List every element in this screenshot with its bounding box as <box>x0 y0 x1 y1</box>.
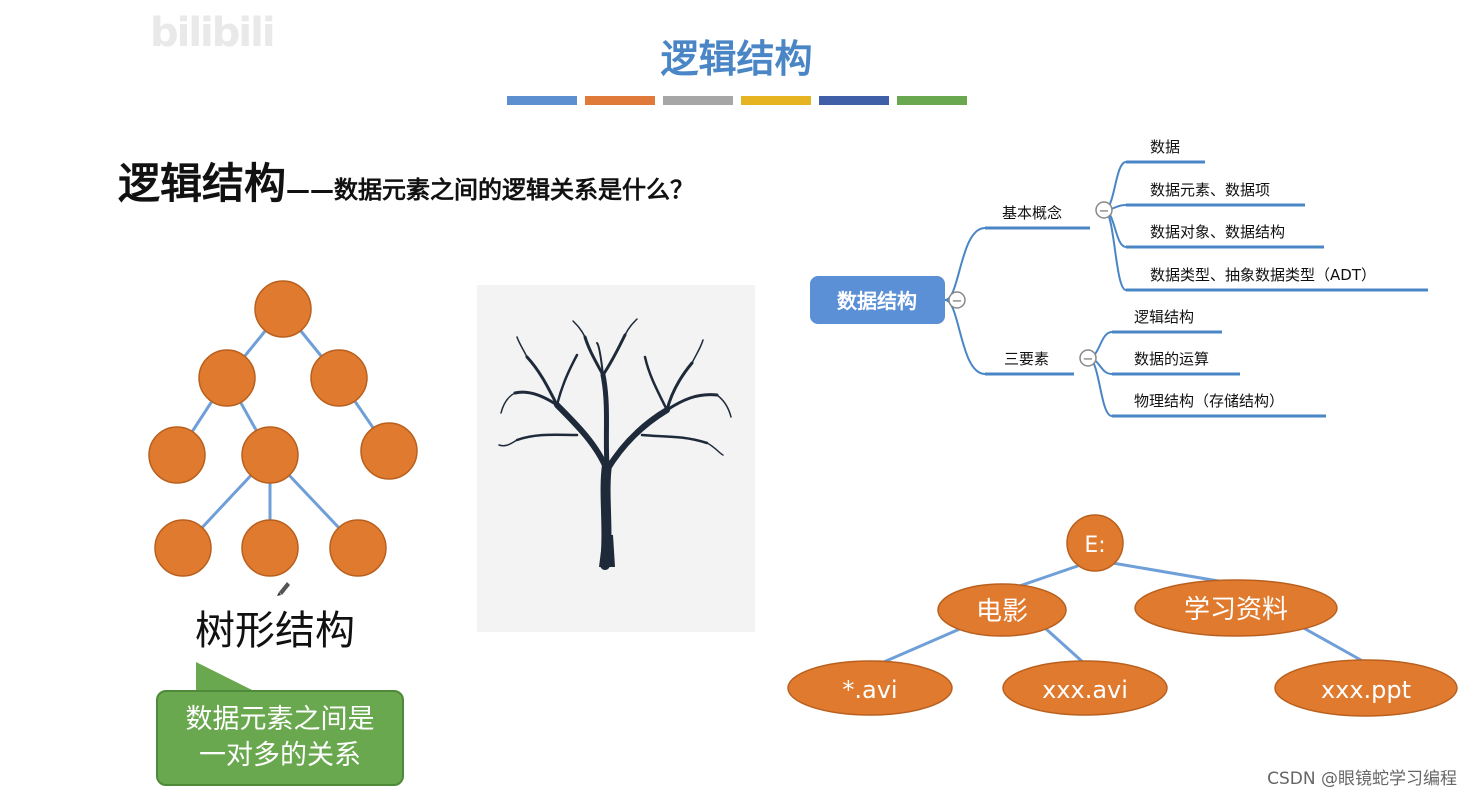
file-node <box>1002 660 1168 716</box>
callout-line: 一对多的关系 <box>199 740 361 771</box>
csdn-credit: CSDN @眼镜蛇学习编程 <box>1267 769 1457 789</box>
file-tree-root-node <box>1066 514 1124 572</box>
file-tree-edge <box>1299 624 1369 666</box>
collapse-icon: − <box>1083 352 1094 367</box>
mindmap-branch-label: 三要素 <box>1004 350 1049 368</box>
collapse-icon: − <box>1099 204 1110 219</box>
mindmap-root-node <box>810 276 945 324</box>
headline-main: 逻辑结构 <box>118 159 287 208</box>
tree-node <box>360 422 418 480</box>
mindmap-leaf-label: 数据对象、数据结构 <box>1150 223 1285 241</box>
headline-question: ——数据元素之间的逻辑关系是什么？ <box>286 176 695 204</box>
title-color-bar <box>507 96 967 105</box>
folder-node <box>1134 579 1338 637</box>
bilibili-watermark: bilibili <box>150 10 276 56</box>
file-node <box>1274 659 1458 717</box>
tree-node <box>148 426 206 484</box>
file-tree-edge <box>1043 626 1087 666</box>
headline: 逻辑结构——数据元素之间的逻辑关系是什么？ <box>118 150 694 211</box>
folder-node <box>937 583 1067 637</box>
file-label: *.avi <box>842 676 897 704</box>
relation-callout: 数据元素之间是 一对多的关系 <box>156 690 404 786</box>
tree-structure-label: 树形结构 <box>195 608 355 654</box>
tree-node <box>241 519 299 577</box>
page-title: 逻辑结构 <box>660 37 813 81</box>
mindmap-leaf-label: 数据元素、数据项 <box>1150 181 1270 199</box>
tree-node <box>198 349 256 407</box>
mindmap-leaf-label: 数据 <box>1150 138 1180 156</box>
tree-node <box>254 280 312 338</box>
mindmap-branch-label: 基本概念 <box>1002 204 1062 222</box>
color-bar-segment <box>663 96 733 105</box>
collapse-toggle[interactable]: − <box>1079 349 1097 367</box>
tree-node <box>310 349 368 407</box>
color-bar-segment <box>897 96 967 105</box>
mindmap-leaf-label: 数据类型、抽象数据类型（ADT） <box>1150 266 1376 284</box>
mindmap-leaf-label: 物理结构（存储结构） <box>1134 392 1284 410</box>
tree-node <box>154 519 212 577</box>
tree-nodes <box>148 280 418 577</box>
color-bar-segment <box>507 96 577 105</box>
file-label: xxx.ppt <box>1321 676 1411 704</box>
pen-cursor-icon <box>277 582 290 596</box>
mindmap-leaf-label: 数据的运算 <box>1134 350 1209 368</box>
folder-label: 学习资料 <box>1184 595 1288 625</box>
color-bar-segment <box>819 96 889 105</box>
callout-tail <box>196 662 256 692</box>
tree-photo <box>477 285 755 632</box>
file-node <box>787 660 953 716</box>
folder-label: 电影 <box>976 597 1028 627</box>
callout-line: 数据元素之间是 <box>185 704 375 735</box>
collapse-icon: − <box>952 294 963 309</box>
file-tree-root-label: E: <box>1084 533 1105 558</box>
tree-node <box>241 426 299 484</box>
collapse-toggle[interactable]: − <box>948 291 966 309</box>
collapse-toggle[interactable]: − <box>1095 201 1113 219</box>
color-bar-segment <box>585 96 655 105</box>
mindmap-root-label: 数据结构 <box>837 289 917 313</box>
bare-tree-icon <box>498 318 732 570</box>
file-label: xxx.avi <box>1042 676 1128 704</box>
mindmap-leaf-label: 逻辑结构 <box>1134 308 1194 326</box>
color-bar-segment <box>741 96 811 105</box>
tree-node <box>329 519 387 577</box>
